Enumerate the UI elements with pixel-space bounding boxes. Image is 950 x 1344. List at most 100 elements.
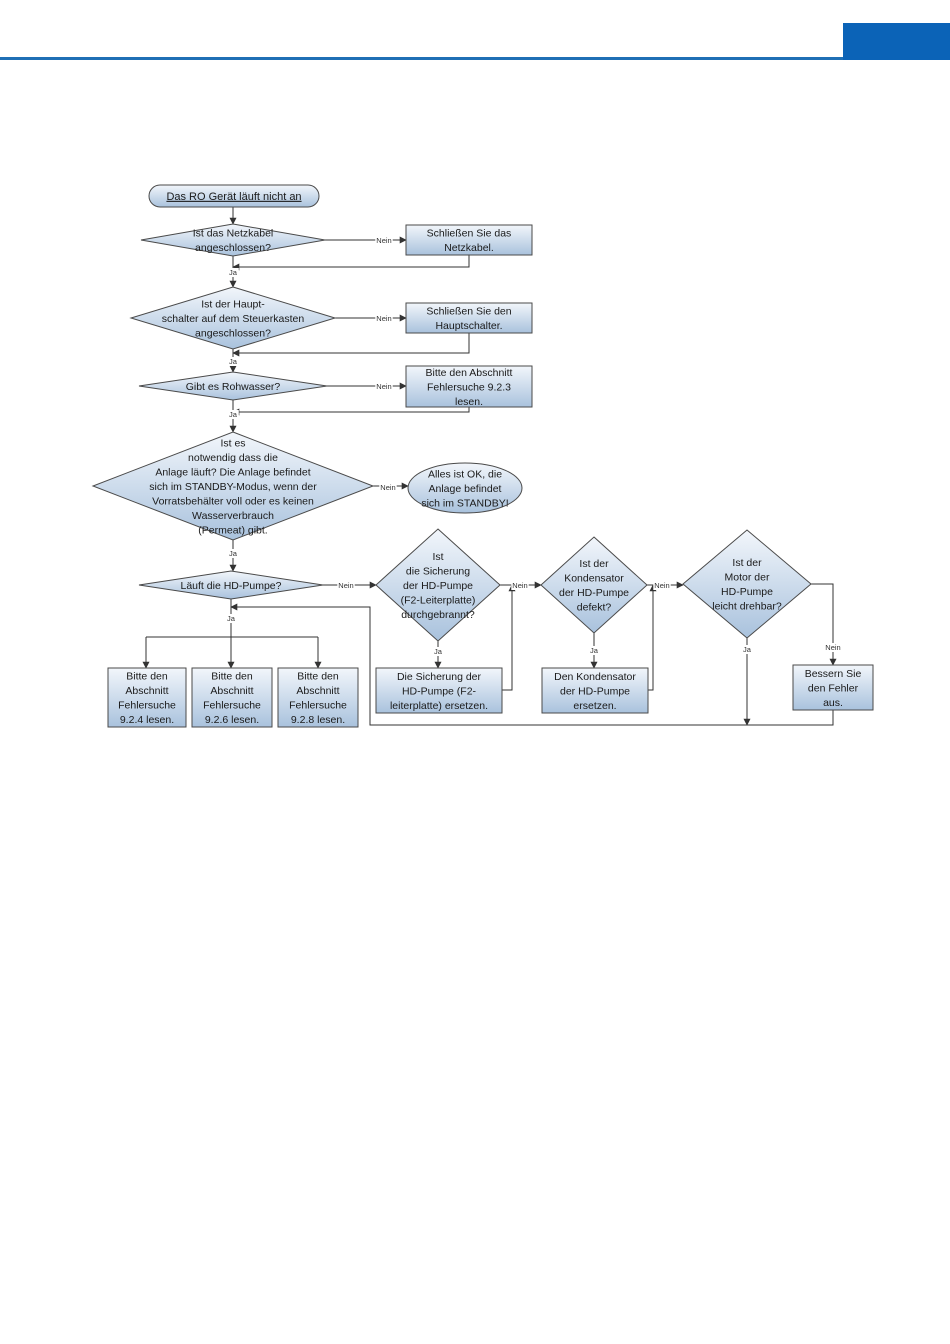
start-terminal bbox=[148, 184, 320, 208]
r-924-text: Bitte den bbox=[126, 671, 168, 683]
q-rohwasser-text: Gibt es Rohwasser? bbox=[186, 381, 281, 393]
a-kondensator-text: ersetzen. bbox=[573, 700, 616, 712]
q-standby-text: Anlage läuft? Die Anlage befindet bbox=[155, 466, 310, 478]
edge-label-backing bbox=[379, 483, 397, 492]
a-standby-text: Anlage befindet bbox=[429, 483, 502, 495]
edge-label-no: Nein bbox=[376, 236, 391, 245]
a-sicherung-text: Die Sicherung der bbox=[397, 671, 482, 683]
a-netzkabel-text: Schließen Sie das bbox=[427, 228, 512, 240]
q-motor-text: Ist der bbox=[732, 557, 762, 569]
edge-label-backing bbox=[653, 581, 671, 590]
edge-label-yes: Ja bbox=[227, 614, 236, 623]
r-924-text: 9.2.4 lesen. bbox=[120, 714, 174, 726]
q-netzkabel-decision bbox=[140, 223, 326, 257]
edge-label-backing bbox=[228, 549, 239, 558]
edge-label-yes: Ja bbox=[743, 645, 752, 654]
edge-label-yes: Ja bbox=[229, 410, 238, 419]
r-926-text: Fehlersuche bbox=[203, 700, 261, 712]
q-standby-text: Ist es bbox=[220, 437, 245, 449]
q-standby-decision bbox=[91, 431, 375, 541]
edge-label-yes: Ja bbox=[229, 549, 238, 558]
r-926-text: 9.2.6 lesen. bbox=[205, 714, 259, 726]
q-sicherung-text: der HD-Pumpe bbox=[403, 580, 473, 592]
a-netzkabel-box bbox=[405, 224, 533, 256]
a-hauptschalter-text: Hauptschalter. bbox=[435, 320, 502, 332]
edge-label-no: Nein bbox=[512, 581, 527, 590]
a-netzkabel-text: Netzkabel. bbox=[444, 242, 494, 254]
edge-label-yes: Ja bbox=[434, 647, 443, 656]
r-924-text: Fehlersuche bbox=[118, 700, 176, 712]
edge-label-backing bbox=[375, 382, 393, 391]
r-926-box bbox=[191, 667, 273, 728]
edge-label-no: Nein bbox=[338, 581, 353, 590]
header-accent-block bbox=[843, 23, 950, 60]
q-rohwasser-decision bbox=[138, 371, 328, 401]
r-928-text: 9.2.8 lesen. bbox=[291, 714, 345, 726]
edge-label-backing bbox=[589, 646, 600, 655]
a-sicherung-box bbox=[375, 667, 503, 714]
a-sicherung-text: leiterplatte) ersetzen. bbox=[390, 700, 488, 712]
edge-label-no: Nein bbox=[654, 581, 669, 590]
a-rohwasser-box bbox=[405, 365, 533, 408]
q-kondensator-text: defekt? bbox=[577, 602, 612, 614]
q-pumpe-decision bbox=[138, 570, 324, 600]
edge-label-yes: Ja bbox=[229, 268, 238, 277]
r-928-text: Bitte den bbox=[297, 671, 339, 683]
header-rule bbox=[0, 57, 843, 60]
edge-label-backing bbox=[433, 647, 444, 656]
flow-connector bbox=[232, 333, 470, 357]
edge-label-backing bbox=[824, 643, 842, 652]
q-kondensator-text: Kondensator bbox=[564, 573, 624, 585]
a-rohwasser-text: Bitte den Abschnitt bbox=[426, 367, 513, 379]
edge-label-backing bbox=[228, 357, 239, 366]
q-hauptschalter-text: schalter auf dem Steuerkasten bbox=[162, 313, 305, 325]
q-netzkabel-text: angeschlossen? bbox=[195, 242, 271, 254]
q-kondensator-text: Ist der bbox=[579, 558, 609, 570]
a-sicherung-text: HD-Pumpe (F2- bbox=[402, 685, 477, 697]
flow-connector bbox=[230, 603, 834, 726]
q-motor-decision bbox=[682, 529, 812, 639]
flow-connector bbox=[502, 584, 516, 691]
flow-connector bbox=[232, 255, 470, 271]
r-926-text: Abschnitt bbox=[210, 685, 253, 697]
q-motor-text: HD-Pumpe bbox=[721, 586, 773, 598]
q-hauptschalter-decision bbox=[129, 286, 337, 350]
a-standby-text: Alles ist OK, die bbox=[428, 468, 502, 480]
edge-label-no: Nein bbox=[825, 643, 840, 652]
q-motor-text: leicht drehbar? bbox=[712, 601, 782, 613]
r-924-text: Abschnitt bbox=[125, 685, 168, 697]
q-pumpe-text: Läuft die HD-Pumpe? bbox=[181, 580, 282, 592]
a-motor-text: Bessern Sie bbox=[805, 668, 862, 680]
edge-label-no: Nein bbox=[376, 314, 391, 323]
a-kondensator-box bbox=[541, 667, 649, 714]
a-rohwasser-text: lesen. bbox=[455, 396, 483, 408]
r-928-text: Abschnitt bbox=[296, 685, 339, 697]
a-hauptschalter-text: Schließen Sie den bbox=[426, 306, 511, 318]
edge-label-backing bbox=[511, 581, 529, 590]
edge-label-backing bbox=[375, 236, 393, 245]
edge-label-backing bbox=[337, 581, 355, 590]
edge-label-backing bbox=[228, 410, 239, 419]
q-kondensator-text: der HD-Pumpe bbox=[559, 587, 629, 599]
a-standby-ellipse bbox=[407, 462, 523, 514]
start-text: Das RO Gerät läuft nicht an bbox=[166, 191, 301, 203]
q-sicherung-text: Ist bbox=[432, 551, 443, 563]
a-motor-box bbox=[792, 664, 874, 711]
a-standby-text: sich im STANDBY! bbox=[421, 497, 508, 509]
edge-label-yes: Ja bbox=[590, 646, 599, 655]
edge-label-backing bbox=[742, 645, 753, 654]
a-kondensator-text: Den Kondensator bbox=[554, 671, 636, 683]
q-standby-text: sich im STANDBY-Modus, wenn der bbox=[149, 481, 317, 493]
a-kondensator-text: der HD-Pumpe bbox=[560, 685, 630, 697]
flow-connector bbox=[811, 583, 837, 666]
a-rohwasser-text: Fehlersuche 9.2.3 bbox=[427, 381, 511, 393]
q-kondensator-decision bbox=[540, 536, 648, 634]
flow-connector bbox=[232, 407, 470, 416]
r-926-text: Bitte den bbox=[211, 671, 253, 683]
q-sicherung-decision bbox=[375, 528, 501, 642]
q-sicherung-text: die Sicherung bbox=[406, 565, 470, 577]
q-motor-text: Motor der bbox=[725, 572, 770, 584]
